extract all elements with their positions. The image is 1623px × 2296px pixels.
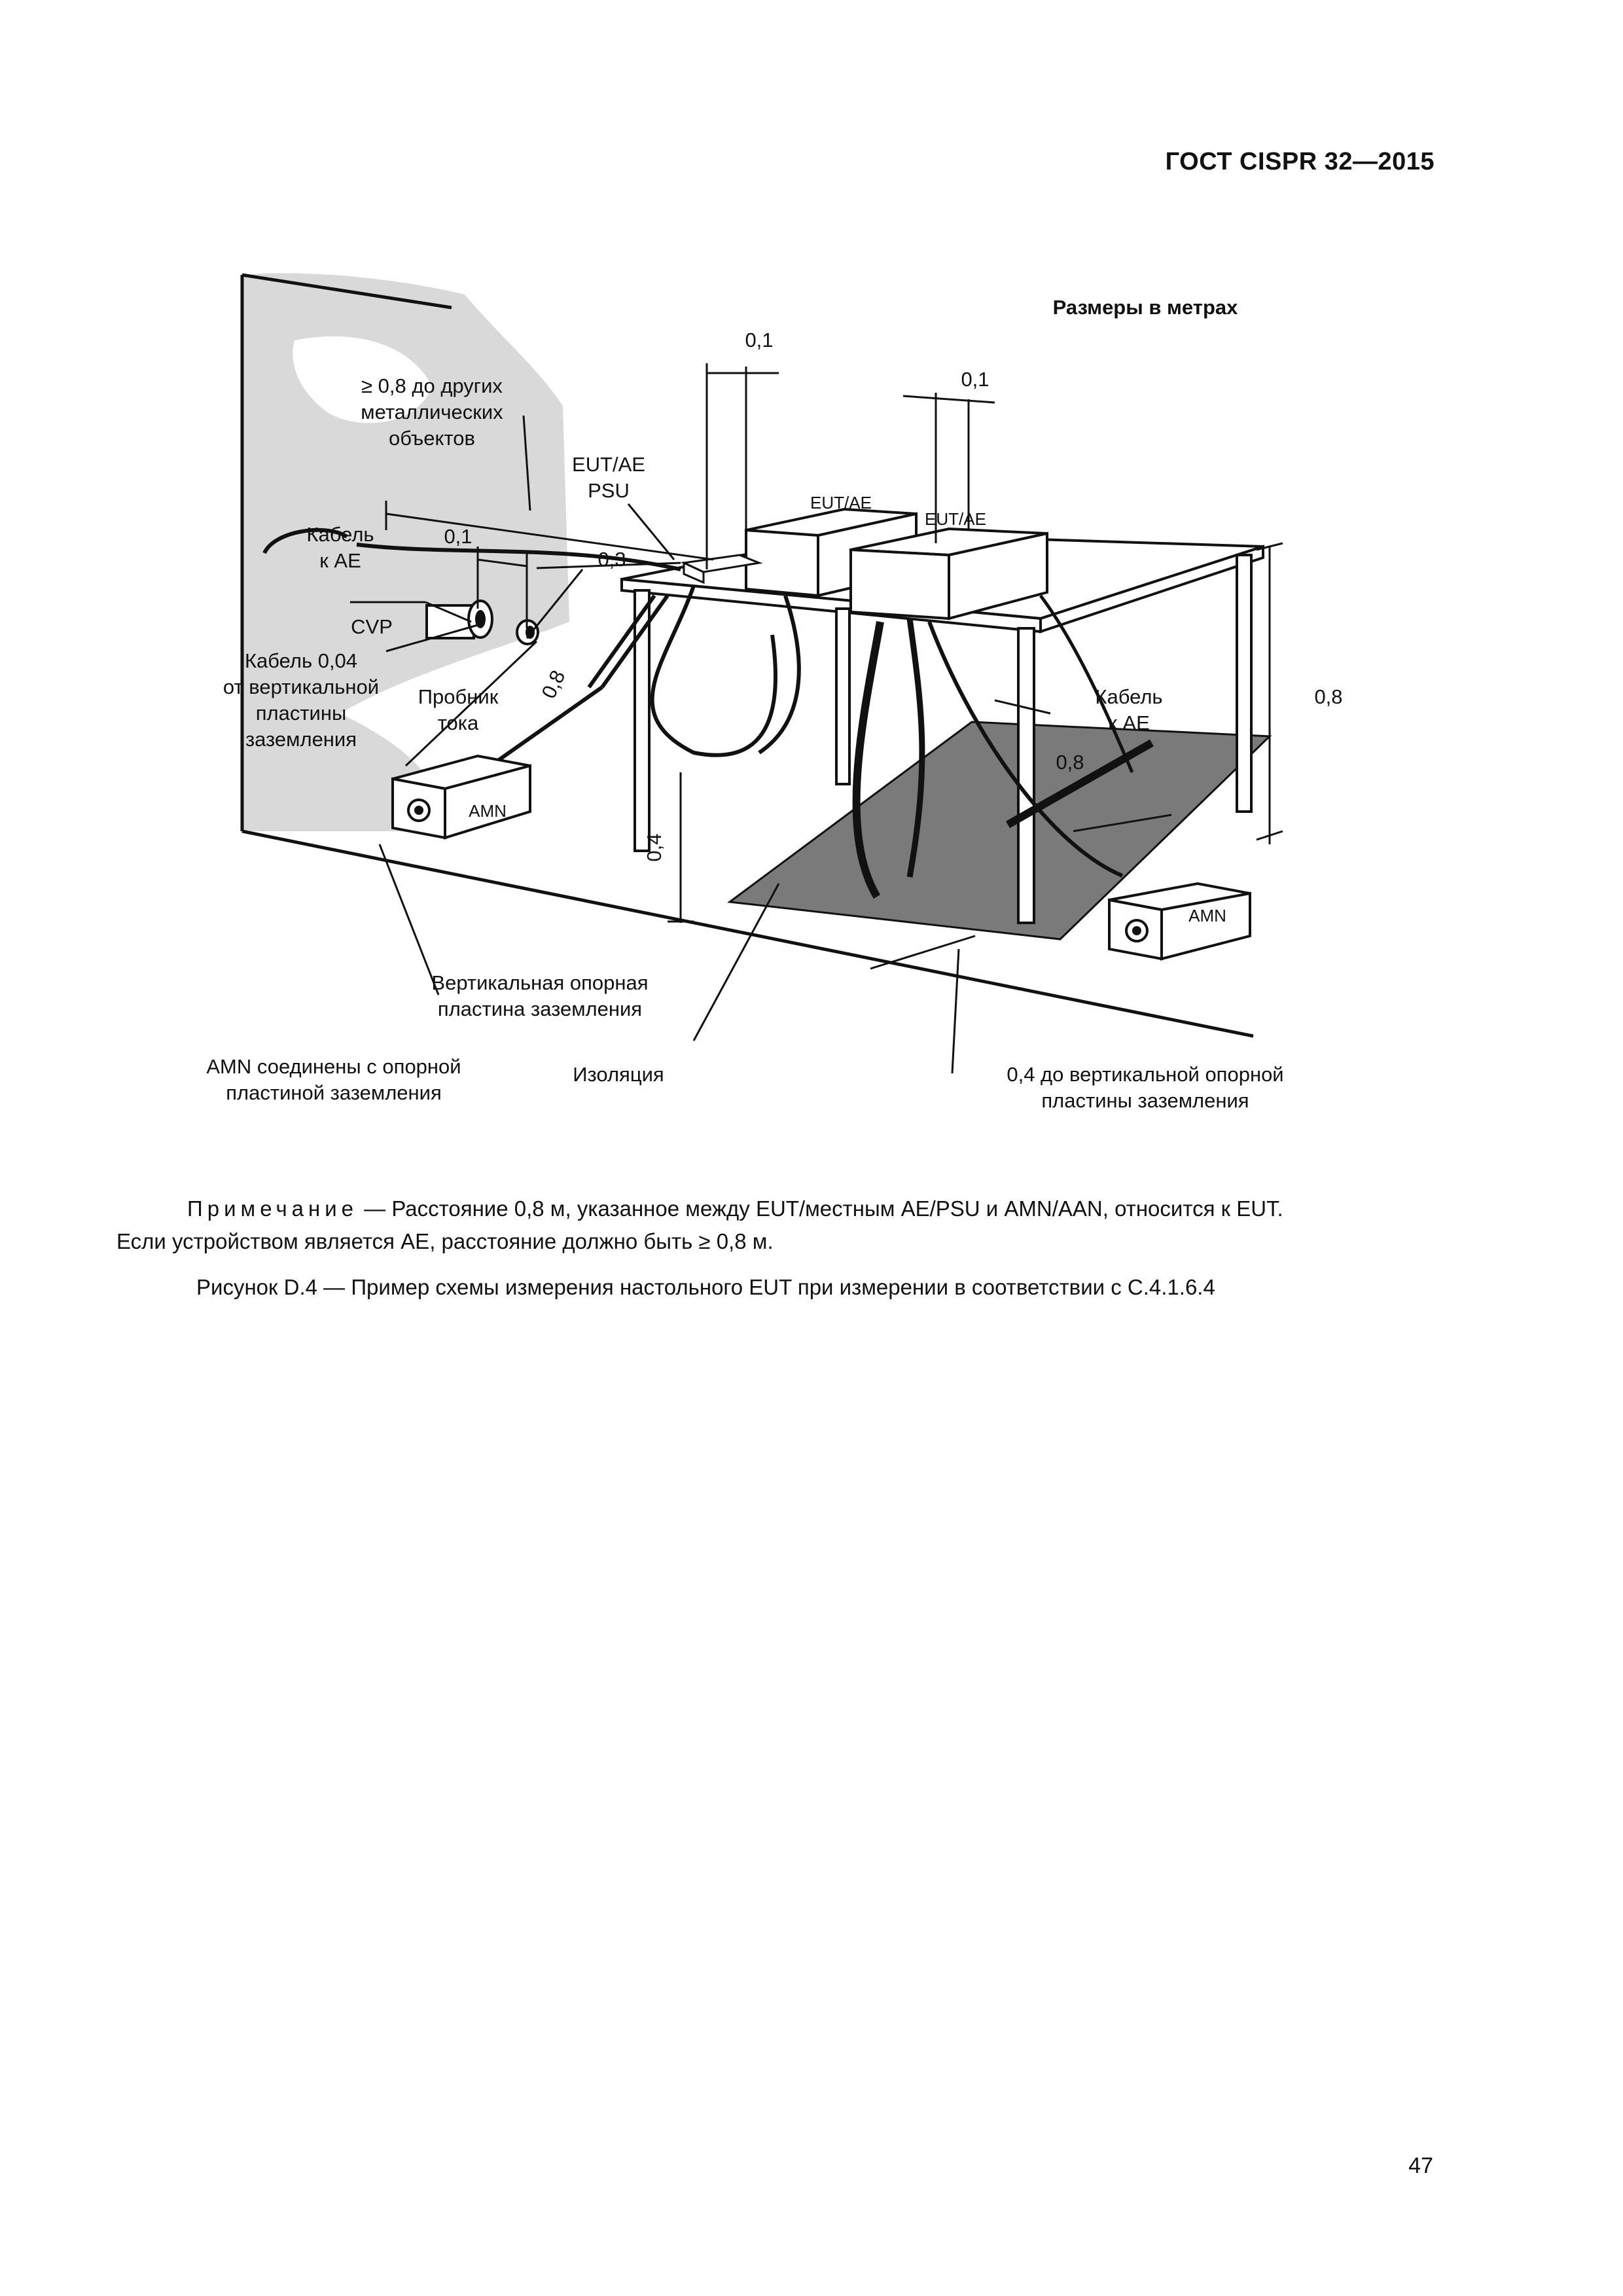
note-text-2: Если устройством является AE, расстояние… xyxy=(116,1229,774,1253)
note-line-1: Примечание — Расстояние 0,8 м, указанное… xyxy=(116,1193,1433,1225)
eut-ae-psu-label: PSU xyxy=(588,479,630,502)
table-leg xyxy=(835,607,851,785)
cable-to-floor xyxy=(852,620,884,899)
plane-white-patch xyxy=(293,336,432,423)
amn-right xyxy=(1108,882,1251,961)
figure-caption: Рисунок D.4 — Пример схемы измерения нас… xyxy=(196,1275,1215,1299)
vertical-ground-plane xyxy=(242,273,569,831)
amn-bonded-label: пластиной заземления xyxy=(226,1081,442,1104)
min-distance-label: ≥ 0,8 до других xyxy=(361,374,503,397)
eut-box-label: EUT/AE xyxy=(810,493,872,512)
dim-label: 0,4 xyxy=(643,833,666,861)
note-text-1: — Расстояние 0,8 м, указанное между EUT/… xyxy=(358,1196,1283,1221)
document-header: ГОСТ CISPR 32—2015 xyxy=(1165,148,1435,175)
dim-label: 0,8 xyxy=(1056,751,1084,774)
amn-label: AMN xyxy=(1188,906,1226,925)
cable-ae-right-label: Кабель xyxy=(1095,685,1162,708)
distance-04-label: 0,4 до вертикальной опорной xyxy=(1007,1063,1283,1086)
leader-lines xyxy=(378,415,1051,1074)
dim-label: 0,8 xyxy=(537,667,570,702)
vertical-plane-label: Вертикальная опорная xyxy=(431,971,648,994)
setup-diagram: Размеры в метрах 0,1 0,1 0,1 0,3 0,8 0,8… xyxy=(206,273,1343,1112)
note-prefix: Примечание xyxy=(187,1196,359,1221)
cable-004-label: от вертикальной xyxy=(223,675,379,698)
eut-box-label: EUT/AE xyxy=(925,509,986,529)
page-number: 47 xyxy=(1408,2153,1433,2178)
probe-label: Пробник xyxy=(418,685,499,708)
figure-note: Примечание — Расстояние 0,8 м, указанное… xyxy=(116,1193,1433,1258)
measurement-setup-figure: Размеры в метрах 0,1 0,1 0,1 0,3 0,8 0,8… xyxy=(196,255,1348,1158)
cvp-device xyxy=(425,600,493,639)
distance-04-label: пластины заземления xyxy=(1041,1089,1249,1112)
eut-ae-psu-label: EUT/AE xyxy=(572,453,645,476)
units-note: Размеры в метрах xyxy=(1053,296,1239,319)
cable-ae-left-label: к AE xyxy=(319,549,361,572)
floor-cable-ae xyxy=(1006,739,1154,829)
dim-label: 0,3 xyxy=(597,548,626,571)
ae-cable-left xyxy=(262,528,348,554)
insulation-label: Изоляция xyxy=(573,1063,664,1086)
cvp-label: CVP xyxy=(351,615,393,638)
dim-label: 0,1 xyxy=(961,368,989,391)
cable-004-label: заземления xyxy=(245,728,357,751)
cable-004-label: Кабель 0,04 xyxy=(245,649,357,672)
table-leg xyxy=(633,589,651,852)
dim-label: 0,1 xyxy=(745,329,773,351)
dimension-lines xyxy=(350,363,1283,970)
amn-left xyxy=(391,754,531,840)
cable-loop xyxy=(650,585,777,757)
dim-label: 0,1 xyxy=(444,525,472,548)
amn-bonded-label: AMN соединены с опорной xyxy=(206,1055,461,1078)
cable-ae-right-label: к AE xyxy=(1108,711,1150,734)
min-distance-label: объектов xyxy=(389,427,475,450)
cable-004-label: пластины xyxy=(256,702,347,725)
eut-box-2 xyxy=(849,527,1048,620)
table-leg xyxy=(1017,627,1035,924)
amn-label: AMN xyxy=(469,801,507,821)
dim-label: 0,8 xyxy=(1314,685,1342,708)
min-distance-label: металлических xyxy=(361,401,503,423)
table-leg xyxy=(1236,554,1253,813)
vertical-plane-label: пластина заземления xyxy=(438,997,642,1020)
probe-label: тока xyxy=(438,711,479,734)
cable-ae-left-label: Кабель xyxy=(306,523,374,546)
